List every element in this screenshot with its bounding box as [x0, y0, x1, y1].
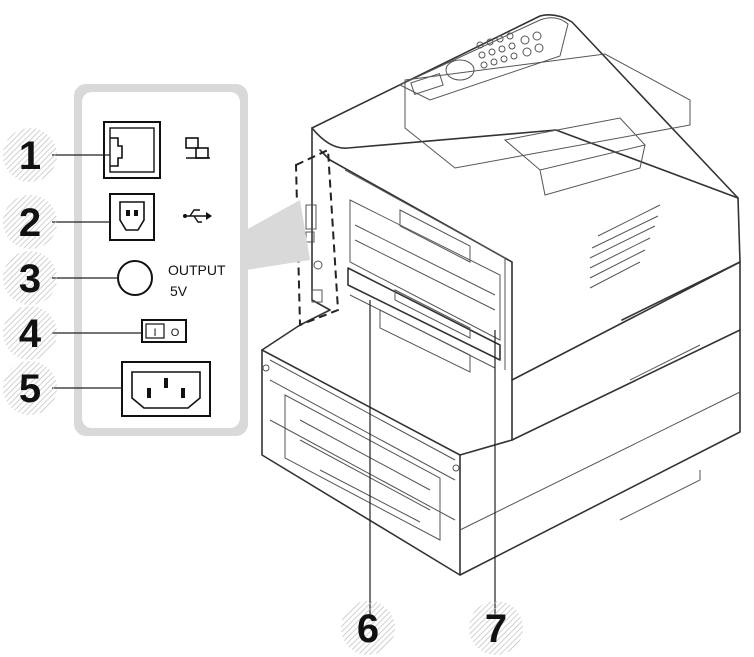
rear-port-zoom-panel: OUTPUT 5V I O [74, 84, 310, 436]
callout-leaders [52, 154, 496, 615]
switch-off-glyph: O [171, 327, 180, 339]
control-dial-icon [445, 59, 475, 81]
network-icon [185, 137, 210, 159]
callout-5: 5 [3, 361, 57, 415]
output-label: OUTPUT [168, 262, 226, 278]
power-switch-icon: I O [141, 319, 187, 343]
side-vent-icon [589, 204, 661, 289]
callout-7: 7 [469, 601, 523, 655]
output-voltage-label: 5V [170, 283, 188, 299]
callout-3-number: 3 [19, 257, 41, 301]
output-5v-port-icon [117, 260, 153, 296]
callout-5-number: 5 [19, 367, 41, 411]
power-receptacle-icon [121, 361, 211, 417]
usb-icon [183, 209, 212, 223]
callout-2: 2 [3, 195, 57, 249]
callout-1: 1 [3, 128, 57, 182]
callout-6: 6 [341, 601, 395, 655]
callout-4-number: 4 [19, 312, 42, 356]
rear-port-highlight [294, 148, 340, 327]
switch-on-glyph: I [153, 327, 156, 339]
printer-body [261, 14, 741, 576]
callout-1-number: 1 [19, 134, 41, 178]
keypad-icon [476, 31, 544, 69]
callout-4: 4 [3, 306, 57, 360]
callout-3: 3 [3, 251, 57, 305]
usb-port-icon [109, 193, 155, 241]
callout-7-number: 7 [485, 607, 507, 651]
callout-6-number: 6 [357, 607, 379, 651]
callout-2-number: 2 [19, 201, 41, 245]
network-port-icon [103, 121, 161, 179]
